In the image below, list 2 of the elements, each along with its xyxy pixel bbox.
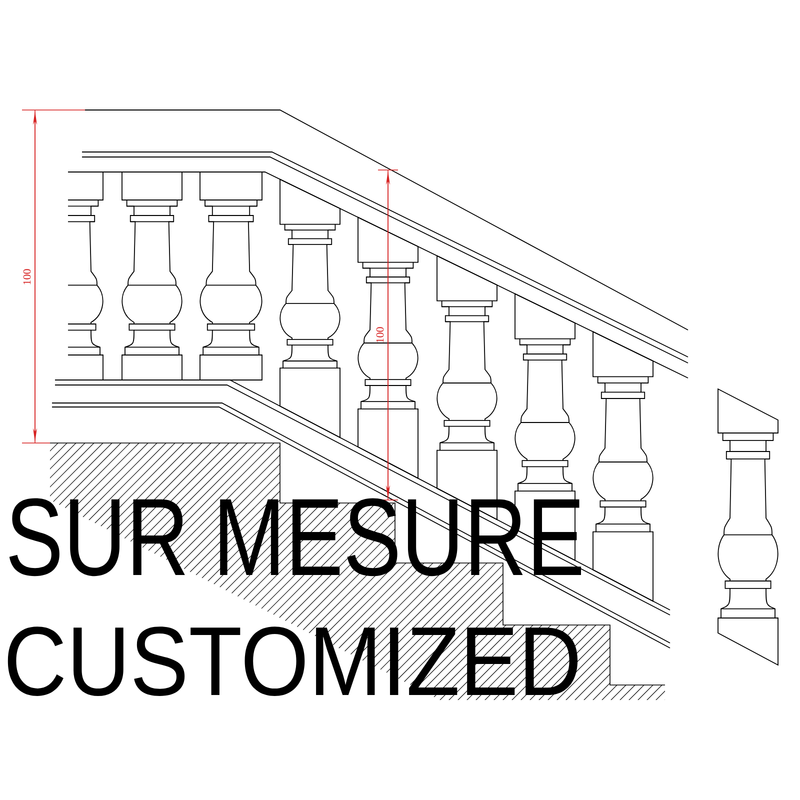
dimension-label: 100 bbox=[376, 327, 384, 342]
dimension-label: 100 bbox=[23, 269, 31, 284]
